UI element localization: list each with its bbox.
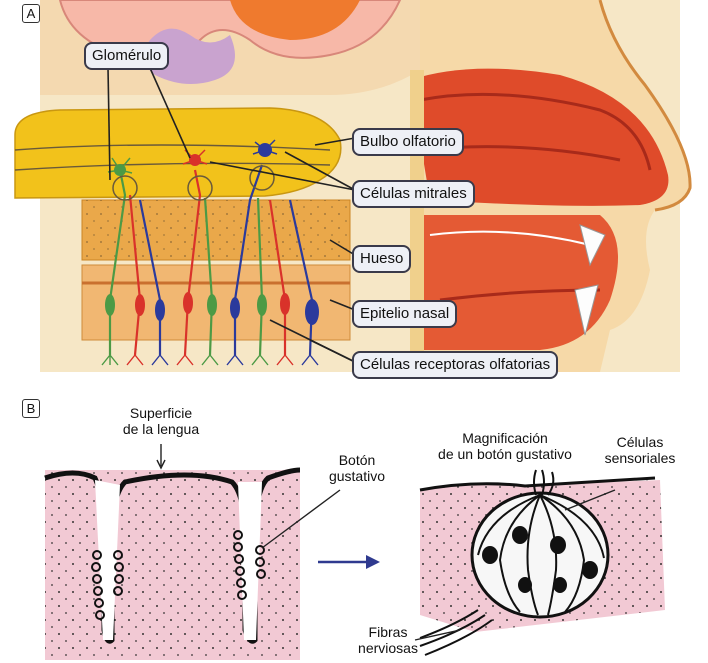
sensory-cells-line-2: sensoriales <box>592 450 688 466</box>
olfactory-bulb-label: Bulbo olfatorio <box>352 128 464 156</box>
sensory-cells-label: Células sensoriales <box>592 434 688 466</box>
glomerulo-label: Glomérulo <box>84 42 169 70</box>
tongue-section <box>45 468 300 660</box>
nerve-fibers-line-2: nerviosas <box>350 640 426 656</box>
sensory-cells-line-1: Células <box>592 434 688 450</box>
tongue-surface-line-1: Superficie <box>115 405 207 421</box>
taste-bud-line-2: gustativo <box>322 468 392 484</box>
tongue-surface-label: Superficie de la lengua <box>115 405 207 437</box>
tongue-surface-line-2: de la lengua <box>115 421 207 437</box>
magnified-taste-bud <box>420 470 665 655</box>
panel-a-tag: A <box>22 4 40 23</box>
nerve-fibers-label: Fibras nerviosas <box>350 624 426 656</box>
taste-bud-line-1: Botón <box>322 452 392 468</box>
magnification-line-1: Magnificación <box>425 430 585 446</box>
nasal-epithelium-label: Epitelio nasal <box>352 300 457 328</box>
nerve-fibers-line-1: Fibras <box>350 624 426 640</box>
olfactory-receptor-cells-label: Células receptoras olfatorias <box>352 351 558 379</box>
mitral-cells-label: Células mitrales <box>352 180 475 208</box>
olfactory-bulb-shape <box>15 108 341 198</box>
taste-bud-label: Botón gustativo <box>322 452 392 484</box>
bone-label: Hueso <box>352 245 411 273</box>
magnification-label: Magnificación de un botón gustativo <box>425 430 585 462</box>
magnification-line-2: de un botón gustativo <box>425 446 585 462</box>
magnification-arrow <box>318 555 380 569</box>
panel-b-tag: B <box>22 399 40 418</box>
